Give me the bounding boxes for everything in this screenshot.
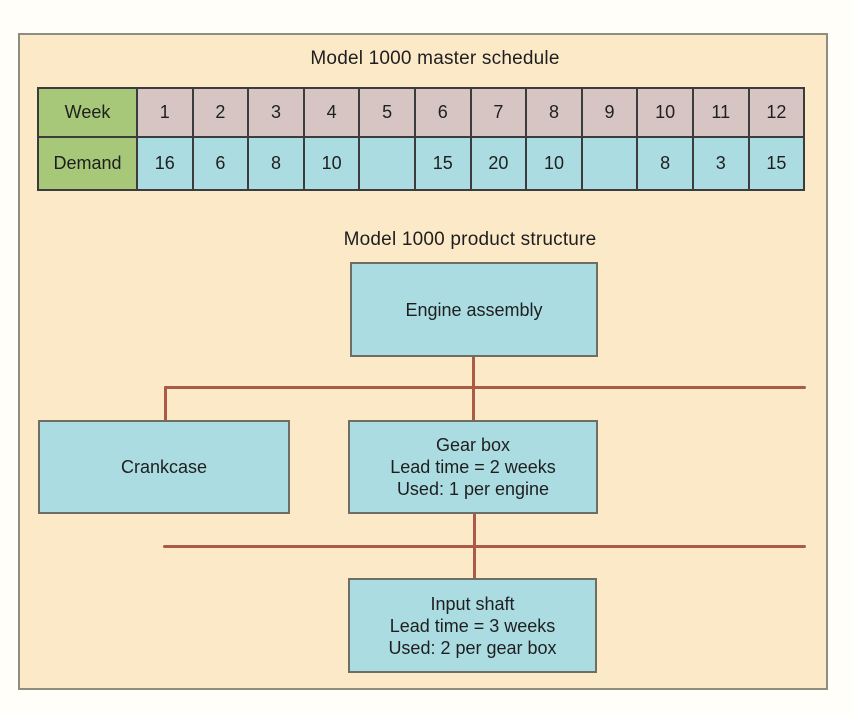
week-row-header: Week <box>37 87 138 138</box>
node-crankcase: Crankcase <box>38 420 290 514</box>
week-cell: 2 <box>191 87 250 138</box>
week-cell: 7 <box>469 87 528 138</box>
node-input-shaft: Input shaft Lead time = 3 weeks Used: 2 … <box>348 578 597 673</box>
product-structure-title: Model 1000 product structure <box>343 229 597 250</box>
week-cell: 5 <box>358 87 416 138</box>
demand-row-header: Demand <box>37 136 138 191</box>
demand-cell: 6 <box>191 136 250 191</box>
demand-cell: 10 <box>525 136 583 191</box>
connector-level1-to-crankcase-line <box>164 386 167 422</box>
master-schedule-table: Week 1 2 3 4 5 6 7 8 9 10 11 12 Demand 1… <box>37 87 806 191</box>
connector-level1-horizontal-line <box>164 386 806 389</box>
node-label: Gear box <box>435 435 511 455</box>
master-schedule-title: Model 1000 master schedule <box>310 48 560 69</box>
node-gear-box: Gear box Lead time = 2 weeks Used: 1 per… <box>348 420 598 514</box>
demand-cell: 20 <box>469 136 528 191</box>
demand-cell: 3 <box>691 136 750 191</box>
demand-cell: 8 <box>636 136 694 191</box>
demand-cell <box>580 136 639 191</box>
demand-cell <box>358 136 416 191</box>
node-label: Input shaft <box>430 593 515 614</box>
figure-panel: Model 1000 master schedule Week 1 2 3 4 … <box>18 33 828 690</box>
week-cell: 9 <box>580 87 639 138</box>
demand-row: Demand 16 6 8 10 15 20 10 8 3 15 <box>37 136 806 191</box>
week-cell: 4 <box>302 87 361 138</box>
demand-cell: 15 <box>413 136 472 191</box>
week-cell: 11 <box>691 87 750 138</box>
node-usage: Used: 1 per engine <box>396 479 550 499</box>
week-cell: 10 <box>636 87 694 138</box>
node-label: Engine assembly <box>405 299 543 320</box>
demand-cell: 15 <box>747 136 806 191</box>
node-lead-time: Lead time = 2 weeks <box>390 457 556 477</box>
node-label: Crankcase <box>120 457 208 477</box>
demand-cell: 10 <box>302 136 361 191</box>
week-cell: 1 <box>136 87 194 138</box>
week-cell: 12 <box>747 87 806 138</box>
node-engine-assembly: Engine assembly <box>350 262 598 357</box>
demand-cell: 16 <box>136 136 194 191</box>
node-lead-time: Lead time = 3 weeks <box>389 615 556 636</box>
week-row: Week 1 2 3 4 5 6 7 8 9 10 11 12 <box>37 87 806 138</box>
week-cell: 3 <box>247 87 305 138</box>
demand-cell: 8 <box>247 136 305 191</box>
week-cell: 8 <box>525 87 583 138</box>
connector-level2-horizontal-line <box>163 545 806 548</box>
week-cell: 6 <box>413 87 472 138</box>
node-usage: Used: 2 per gear box <box>388 637 557 658</box>
